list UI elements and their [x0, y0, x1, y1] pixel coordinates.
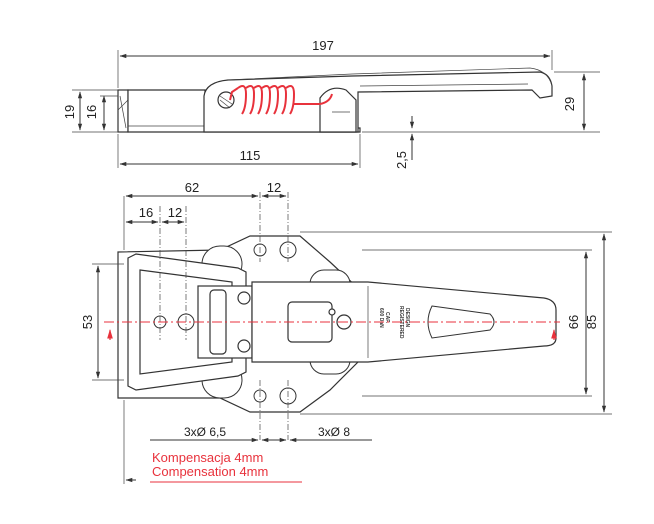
lever — [203, 71, 553, 133]
dim-overall-length: 197 — [312, 38, 334, 53]
callout-holes-small: 3xØ 6,5 — [184, 425, 226, 439]
plate-text-cap: CAP. — [384, 312, 390, 324]
dim-height-outer: 19 — [62, 105, 77, 119]
plate-text-load: 600 DaN — [378, 308, 384, 328]
dim-offset-12-left: 12 — [168, 205, 182, 220]
dim-width-53: 53 — [80, 315, 95, 329]
callout-holes-large: 3xØ 8 — [318, 425, 350, 439]
base-plate — [127, 89, 361, 133]
dim-hole-pitch: 62 — [185, 180, 199, 195]
dim-height-right: 29 — [562, 97, 577, 111]
dim-base-length: 115 — [240, 148, 261, 163]
top-view: DESIGN REGISTERED CAP. 600 DaN 62 16 12 — [80, 180, 612, 484]
hook-bracket — [319, 87, 357, 133]
dim-width-85: 85 — [584, 315, 599, 329]
note-compensation-en: Compensation 4mm — [152, 464, 268, 479]
plate-text-design: DESIGN — [404, 308, 410, 328]
note-compensation-pl: Kompensacja 4mm — [152, 450, 263, 465]
dim-plate-thickness: 2,5 — [394, 151, 409, 169]
spring — [237, 85, 296, 115]
rivet — [328, 308, 336, 316]
side-view: 197 115 19 16 29 2,5 — [62, 38, 600, 169]
dim-offset-16: 16 — [139, 205, 153, 220]
dim-offset-12-top: 12 — [267, 180, 281, 195]
dim-height-inner: 16 — [84, 105, 99, 119]
hinge-pin-bottom — [237, 339, 251, 353]
dim-width-66: 66 — [566, 315, 581, 329]
hinge-pin-top — [237, 291, 251, 305]
